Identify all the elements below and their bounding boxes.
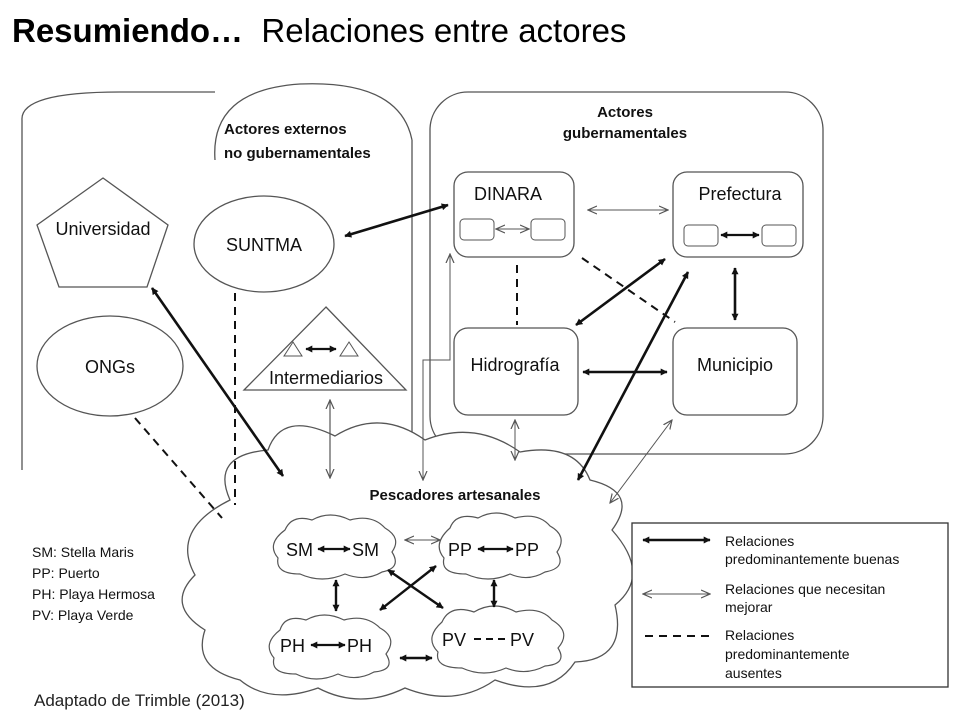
- relation-universidad-pescadores: [150, 287, 285, 477]
- intermediarios-node: Intermediarios: [242, 306, 408, 391]
- relation-municipio-pescadores: [610, 420, 672, 503]
- external-cylinder-outline: [21, 91, 413, 470]
- relation-hidrografia-prefectura: [575, 257, 666, 327]
- sm-label-left: SM: [286, 540, 313, 560]
- legend-absent-line3: ausentes: [725, 665, 782, 681]
- universidad-label: Universidad: [55, 219, 150, 239]
- intermediarios-mini-left: [283, 341, 303, 357]
- ongs-node: ONGs: [36, 315, 184, 417]
- suntma-label: SUNTMA: [226, 235, 302, 255]
- pv-label-right: PV: [510, 630, 534, 650]
- abbrev-sm: SM: Stella Maris: [32, 544, 134, 560]
- abbrev-pv: PV: Playa Verde: [32, 607, 134, 623]
- legend-improve-line1: Relaciones que necesitan: [725, 581, 885, 597]
- pv-label-left: PV: [442, 630, 466, 650]
- dinara-label: DINARA: [474, 184, 542, 204]
- source-credit: Adaptado de Trimble (2013): [34, 691, 245, 710]
- ph-label-left: PH: [280, 636, 305, 656]
- abbrev-ph: PH: Playa Hermosa: [32, 586, 155, 602]
- prefectura-sub-left: [683, 224, 719, 247]
- title-bold: Resumiendo…: [12, 12, 244, 49]
- dinara-node: DINARA: [453, 171, 575, 258]
- prefectura-sub-right: [761, 224, 797, 247]
- relation-dinara-municipio-absent: [581, 257, 676, 323]
- sm-label-right: SM: [352, 540, 379, 560]
- ongs-label: ONGs: [85, 357, 135, 377]
- external-cylinder-top: [214, 83, 413, 161]
- hidrografia-label: Hidrografía: [470, 355, 560, 375]
- dinara-sub-left: [459, 218, 495, 241]
- municipio-label: Municipio: [697, 355, 773, 375]
- pp-label-right: PP: [515, 540, 539, 560]
- legend-good-line2: predominantemente buenas: [725, 551, 899, 567]
- community-pp: PP PP: [438, 512, 562, 580]
- legend: Relaciones predominantemente buenas Rela…: [631, 522, 949, 688]
- intermediarios-label: Intermediarios: [269, 368, 383, 388]
- suntma-node: SUNTMA: [193, 195, 335, 293]
- slide-title: Resumiendo… Relaciones entre actores: [12, 12, 626, 50]
- ph-label-right: PH: [347, 636, 372, 656]
- community-sm: SM SM: [272, 514, 397, 580]
- community-pv: PV PV: [431, 605, 565, 674]
- abbrev-pp: PP: Puerto: [32, 565, 100, 581]
- relation-suntma-dinara: [344, 203, 449, 238]
- government-label-line1: Actores: [597, 104, 653, 121]
- relation-dinara-pescadores: [423, 254, 450, 480]
- legend-improve-line2: mejorar: [725, 599, 773, 615]
- prefectura-label: Prefectura: [698, 184, 782, 204]
- relation-pp-ph-cross: [379, 565, 437, 611]
- legend-absent-line1: Relaciones: [725, 627, 794, 643]
- legend-good-line1: Relaciones: [725, 533, 794, 549]
- hidrografia-node: Hidrografía: [453, 327, 579, 416]
- legend-absent-line2: predominantemente: [725, 646, 850, 662]
- external-label-line2: no gubernamentales: [224, 145, 371, 162]
- relation-prefectura-pescadores: [576, 271, 690, 481]
- legend-box: [631, 522, 949, 688]
- universidad-shape: [36, 177, 169, 288]
- external-actors-group: Actores externos no gubernamentales: [21, 83, 413, 470]
- intermediarios-mini-right: [339, 341, 359, 357]
- fishers-label: Pescadores artesanales: [370, 487, 541, 504]
- community-ph: PH PH: [268, 614, 392, 680]
- relation-ongs-pescadores-absent: [134, 417, 223, 519]
- pp-label-left: PP: [448, 540, 472, 560]
- abbreviation-list: SM: Stella Maris PP: Puerto PH: Playa He…: [32, 544, 155, 623]
- government-label-line2: gubernamentales: [563, 125, 687, 142]
- external-label-line1: Actores externos: [224, 121, 347, 138]
- dinara-sub-right: [530, 218, 566, 241]
- prefectura-node: Prefectura: [672, 171, 804, 258]
- title-rest: Relaciones entre actores: [261, 12, 627, 49]
- universidad-node: Universidad: [36, 177, 169, 288]
- municipio-node: Municipio: [672, 327, 798, 416]
